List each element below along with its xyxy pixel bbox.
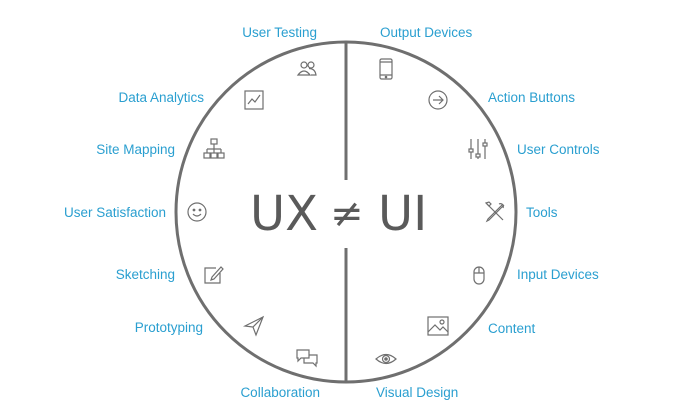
line-chart-icon <box>243 89 265 111</box>
users-icon <box>296 58 318 80</box>
sitemap-icon <box>203 138 225 160</box>
ux-label-user-testing: User Testing <box>242 25 317 40</box>
ui-label-tools: Tools <box>526 205 558 220</box>
mobile-phone-icon <box>375 58 397 80</box>
pencil-square-icon <box>202 264 224 286</box>
ui-label-action-buttons: Action Buttons <box>488 90 576 105</box>
arrow-circle-icon <box>427 89 449 111</box>
ux-label-user-satisfaction: User Satisfaction <box>63 205 166 220</box>
ui-label-visual-design: Visual Design <box>376 385 459 400</box>
not-equal-symbol: ≠ <box>330 191 364 237</box>
ux-label-sketching: Sketching <box>115 267 175 282</box>
ux-label-data-analytics: Data Analytics <box>118 90 204 105</box>
ui-label-input-devices: Input Devices <box>517 267 599 282</box>
chat-bubbles-icon <box>296 348 318 370</box>
image-icon <box>427 315 449 337</box>
ux-label-collaboration: Collaboration <box>240 385 320 400</box>
ux-label-site-mapping: Site Mapping <box>96 142 175 157</box>
ui-title: UI <box>378 186 428 242</box>
smiley-icon <box>186 201 208 223</box>
ui-label-content: Content <box>488 321 536 336</box>
wrench-screwdriver-icon <box>484 201 506 223</box>
mouse-icon <box>468 264 490 286</box>
ui-label-output-devices: Output Devices <box>380 25 473 40</box>
ux-title: UX <box>250 186 319 242</box>
eye-icon <box>375 348 397 370</box>
ux-label-prototyping: Prototyping <box>134 320 203 335</box>
ui-label-user-controls: User Controls <box>517 142 600 157</box>
paper-plane-icon <box>242 315 265 337</box>
sliders-icon <box>467 138 489 160</box>
